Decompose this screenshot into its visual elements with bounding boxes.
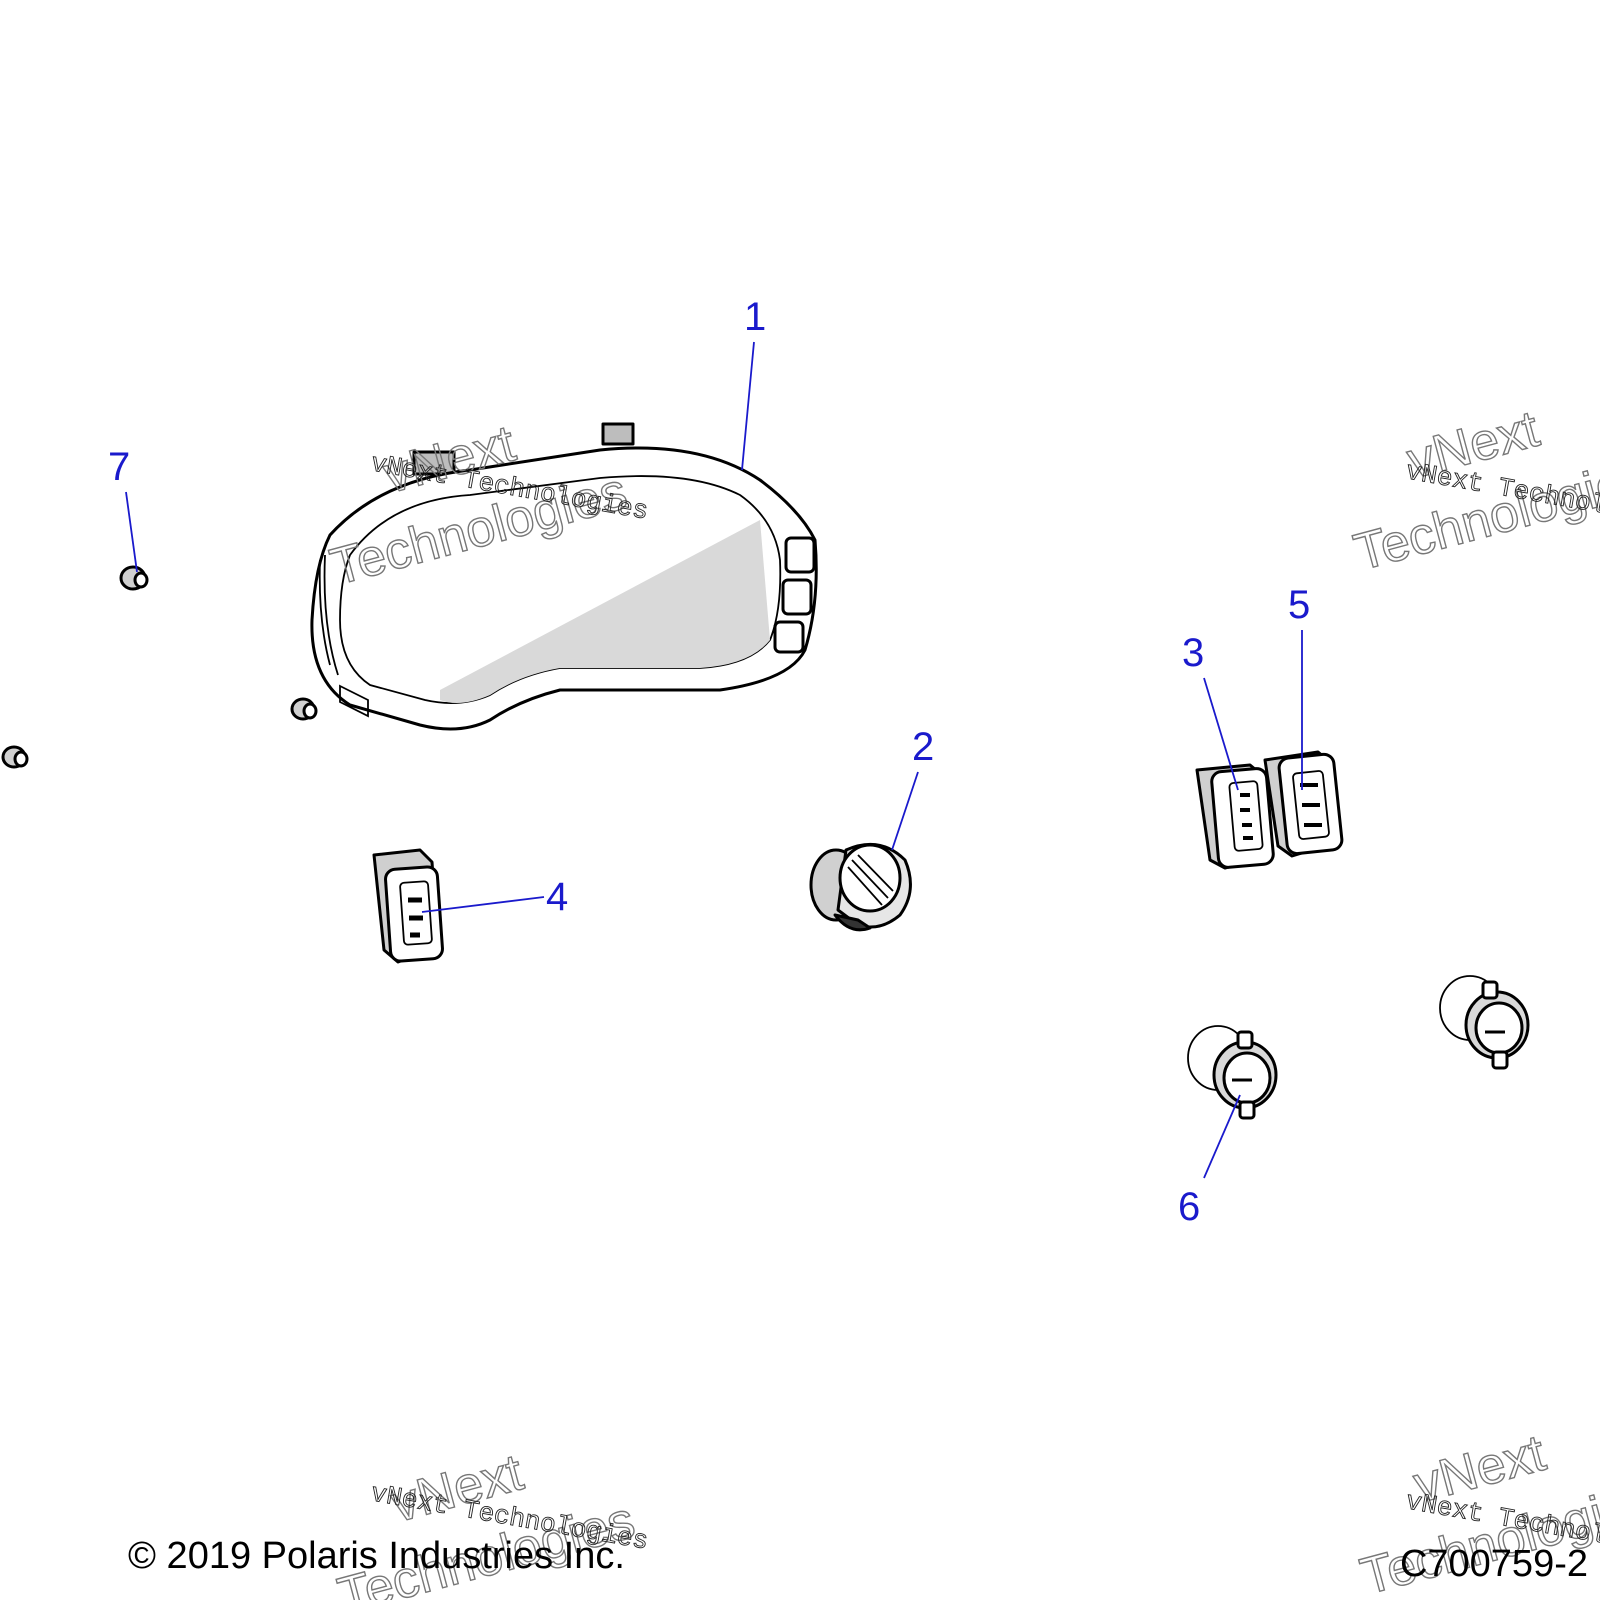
leader-3 [1203,677,1239,791]
callout-5: 5 [1288,583,1310,627]
copyright-notice: © 2019 Polaris Industries Inc. [128,1535,625,1577]
part-7-push-pin [1,565,318,769]
part-1-instrument-cluster [310,422,818,731]
leader-4 [421,896,545,913]
part-5-rocker-switch [1263,750,1344,858]
callout-1: 1 [744,295,766,339]
leader-1 [741,341,755,471]
callout-3: 3 [1182,631,1204,675]
callout-6: 6 [1178,1185,1200,1229]
callouts: 1 2 3 4 5 6 7 [108,295,1310,1229]
leader-6 [1203,1094,1241,1179]
leader-lines [125,341,1303,1179]
part-4-rocker-switch [372,848,444,964]
callout-7: 7 [108,445,130,489]
part-3-rocker-switch [1195,763,1275,870]
part-6-round-socket [1187,1025,1278,1120]
callout-2: 2 [912,725,934,769]
part-6-round-socket-2 [1439,975,1530,1070]
leader-2 [891,771,919,851]
leader-7 [125,491,138,573]
callout-4: 4 [546,875,568,919]
part-2-rotary-knob [809,842,912,932]
drawing-number: C700759-2 [1400,1543,1588,1585]
